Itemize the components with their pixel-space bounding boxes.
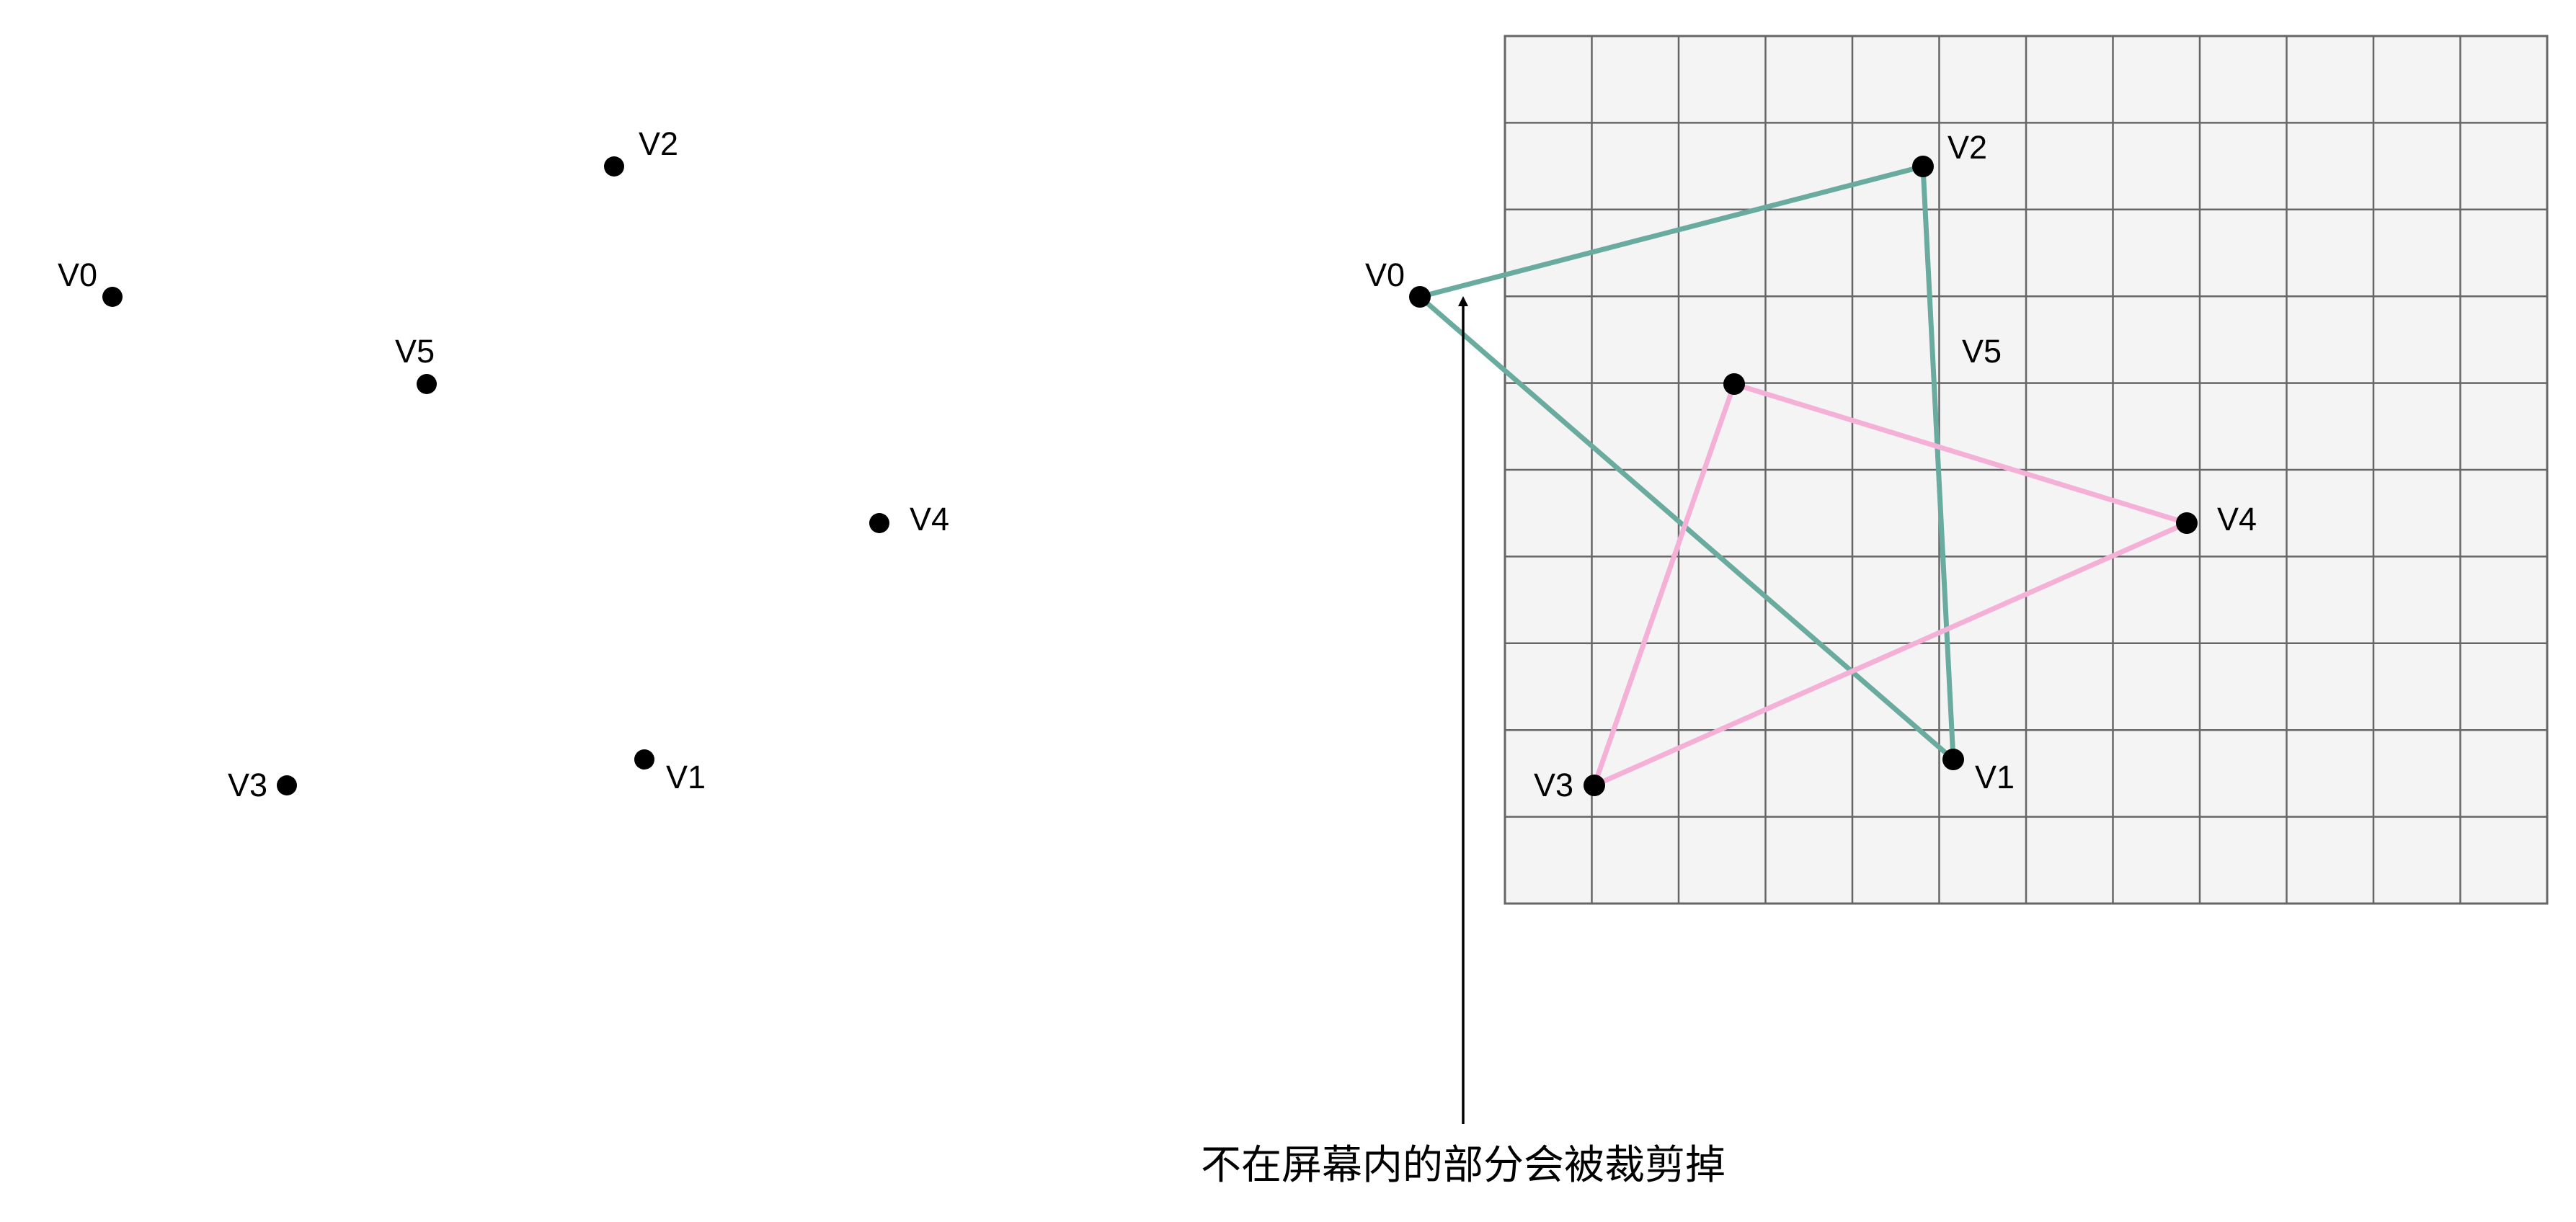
left-label-v4: V4	[910, 501, 949, 538]
triangles	[1417, 164, 2190, 788]
right-point-v3	[1584, 775, 1605, 796]
right-point-v0	[1409, 286, 1431, 308]
left-point-v0	[102, 287, 123, 307]
right-vertices: V0 V2 V5 V4 V1 V3	[1365, 129, 2257, 803]
left-point-v4	[869, 513, 889, 533]
left-point-v5	[417, 374, 437, 394]
left-label-v1: V1	[666, 759, 706, 795]
right-point-v2	[1912, 156, 1934, 177]
left-point-v3	[277, 775, 297, 795]
grid-lines	[1505, 36, 2547, 904]
right-label-v4: V4	[2217, 501, 2257, 538]
left-label-v2: V2	[639, 125, 678, 162]
caption-text: 不在屏幕内的部分会被裁剪掉	[1201, 1142, 1726, 1189]
right-label-v1: V1	[1975, 759, 2015, 795]
right-label-v0: V0	[1365, 257, 1405, 293]
left-vertices: V0 V2 V5 V4 V1 V3	[58, 125, 949, 803]
screen-grid	[1504, 35, 2549, 905]
right-label-v3: V3	[1534, 767, 1573, 803]
right-label-v2: V2	[1947, 129, 1987, 166]
left-point-v2	[604, 156, 624, 177]
right-point-v1	[1942, 749, 1964, 770]
right-label-v5: V5	[1962, 333, 2002, 370]
right-point-v5	[1723, 373, 1745, 395]
right-point-v4	[2176, 512, 2198, 534]
left-label-v0: V0	[58, 257, 97, 293]
triangle-v5-v4-v3	[1591, 381, 2190, 788]
left-point-v1	[634, 749, 654, 770]
left-label-v3: V3	[228, 767, 267, 803]
left-label-v5: V5	[395, 333, 435, 370]
